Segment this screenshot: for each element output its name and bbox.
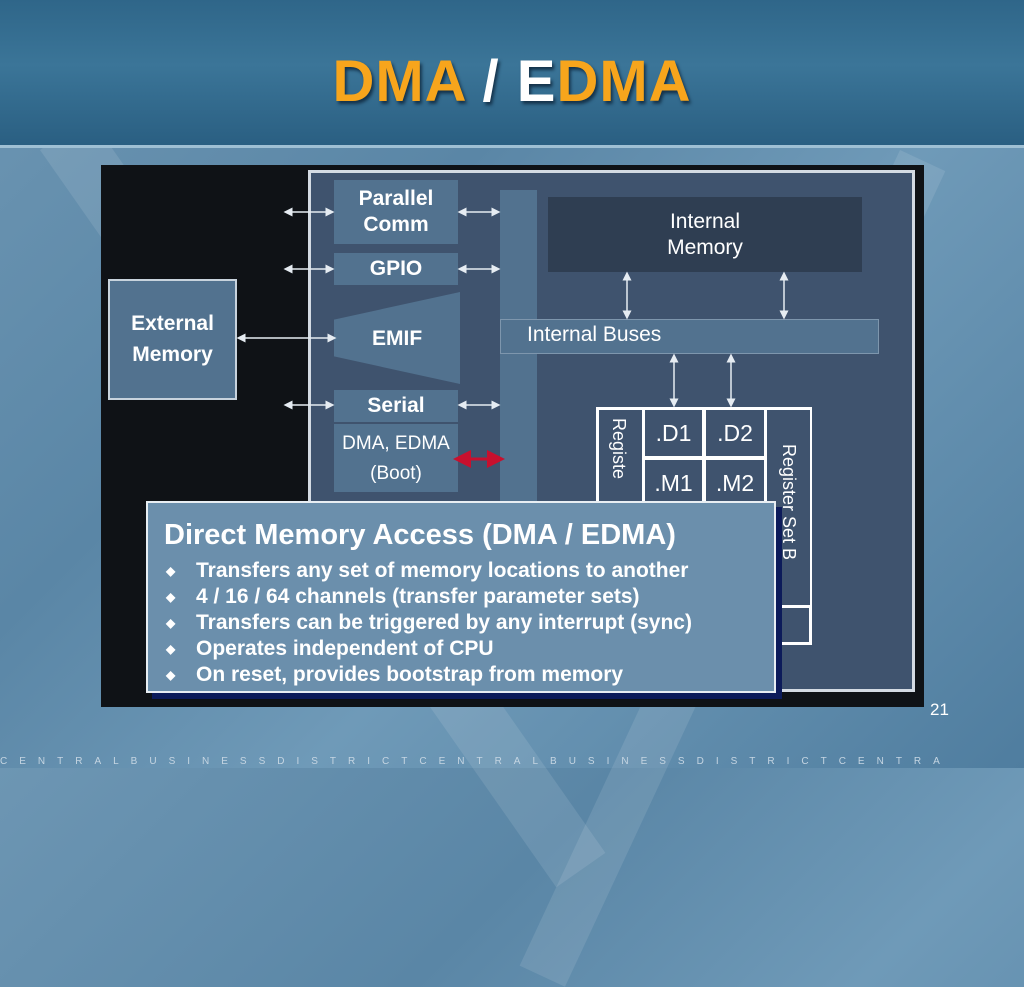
internal-memory-line1: Internal [669,210,741,234]
list-item: ◆ On reset, provides bootstrap from memor… [164,662,692,688]
parallel-comm-line2: Comm [363,213,429,236]
internal-buses-label: Internal Buses [527,323,662,346]
diamond-bullet-icon: ◆ [166,668,176,682]
slide-header [0,0,1024,148]
internal-memory-line2: Memory [667,235,743,259]
serial-label: Serial [367,393,425,417]
gpio-block: GPIO [334,253,458,285]
gpio-label: GPIO [369,256,423,280]
boot-label: (Boot) [370,463,422,485]
diamond-bullet-icon: ◆ [166,590,176,604]
external-memory-line2: Memory [132,342,213,366]
cpu-unit-d1: .D1 [645,410,702,456]
bullet-text: Transfers any set of memory locations to… [196,559,689,582]
bullet-text: 4 / 16 / 64 channels (transfer parameter… [196,585,640,608]
emif-label: EMIF [372,327,423,350]
diamond-bullet-icon: ◆ [166,564,176,578]
serial-block: Serial [334,390,458,422]
dma-edma-block: DMA, EDMA (Boot) [334,424,458,492]
cpu-unit-m2: .M2 [706,460,764,506]
connection-arrows [236,207,789,468]
cpu-unit-d2: .D2 [706,410,764,456]
dma-description-callout: Direct Memory Access (DMA / EDMA) ◆ Trans… [146,501,776,693]
list-item: ◆ Transfers any set of memory locations t… [164,558,692,584]
list-item: ◆ Operates independent of CPU [164,636,692,662]
title-e: E [516,49,557,114]
list-item: ◆ 4 / 16 / 64 channels (transfer paramete… [164,584,692,610]
page-number: 21 [930,700,949,719]
diamond-bullet-icon: ◆ [166,616,176,630]
title-dma-2: DMA [556,49,692,114]
internal-bus-horizontal [500,319,879,354]
bullet-text: Operates independent of CPU [196,637,494,660]
title-dma: DMA [332,49,466,114]
dma-edma-label: DMA, EDMA [342,433,450,454]
bullet-text: Transfers can be triggered by any interr… [196,611,692,634]
parallel-comm-line1: Parallel [358,186,434,210]
callout-title: Direct Memory Access (DMA / EDMA) [164,519,676,551]
bullet-text: On reset, provides bootstrap from memory [196,663,624,686]
diamond-bullet-icon: ◆ [166,642,176,656]
external-memory-line1: External [131,312,214,336]
slide-title: DMA / EDMA [0,48,1024,115]
footer-watermark-text: CENTRALBUSINESSDISTRICTCENTRALBUSINESSDI… [0,756,952,767]
callout-bullet-list: ◆ Transfers any set of memory locations t… [164,558,692,688]
title-slash: / [465,49,517,114]
cpu-unit-m1: .M1 [645,460,702,506]
list-item: ◆ Transfers can be triggered by any inter… [164,610,692,636]
